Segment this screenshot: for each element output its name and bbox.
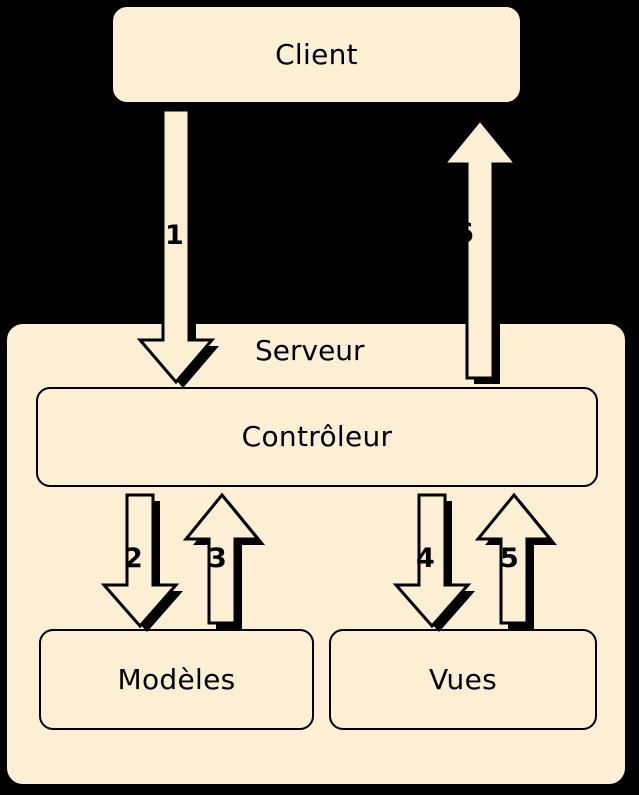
node-server-label: Serveur (255, 334, 365, 367)
arrow-4-label: 4 (416, 543, 435, 574)
arrow-1[interactable] (126, 108, 226, 388)
arrow-6-label: 6 (455, 218, 474, 249)
node-models[interactable]: Modèles (39, 629, 314, 730)
node-controller-label: Contrôleur (241, 420, 393, 453)
arrow-5[interactable] (464, 492, 574, 630)
node-views[interactable]: Vues (329, 629, 597, 730)
node-client[interactable]: Client (111, 5, 522, 104)
arrow-1-label: 1 (165, 220, 184, 251)
node-controller[interactable]: Contrôleur (36, 387, 598, 487)
arrow-6[interactable] (430, 117, 530, 390)
node-models-label: Modèles (117, 662, 236, 696)
arrow-3-label: 3 (208, 543, 227, 574)
node-views-label: Vues (428, 662, 497, 696)
node-client-label: Client (275, 37, 358, 71)
arrow-3[interactable] (172, 492, 282, 630)
arrow-4[interactable] (382, 493, 492, 632)
arrow-2-label: 2 (124, 543, 143, 574)
arrow-2[interactable] (90, 493, 200, 632)
arrow-5-label: 5 (500, 543, 519, 574)
